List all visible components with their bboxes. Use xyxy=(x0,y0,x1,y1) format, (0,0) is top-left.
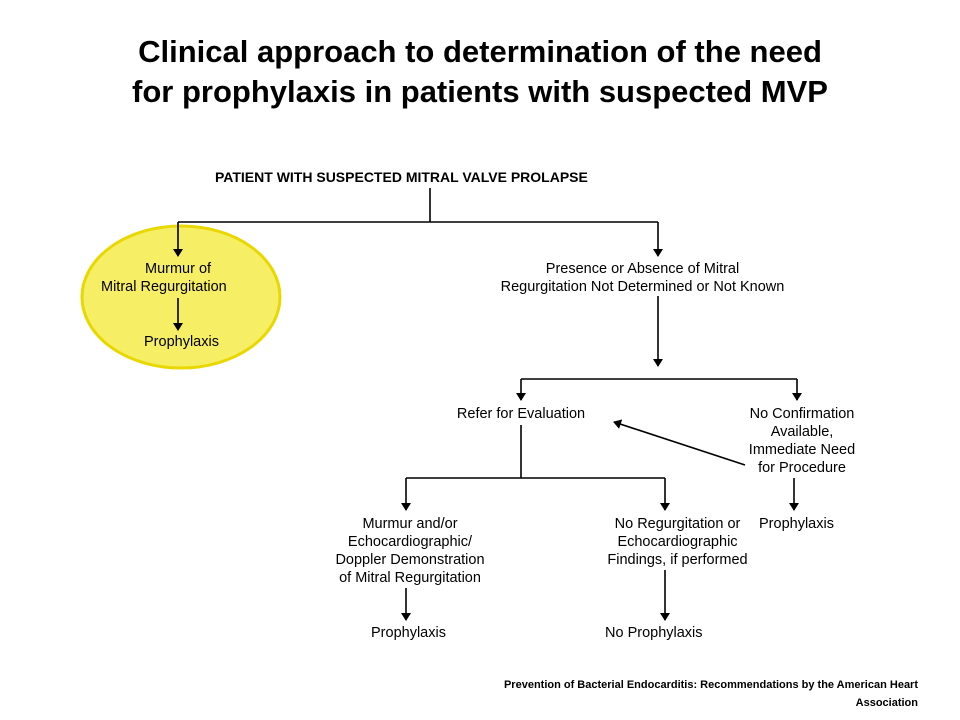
node-not-determined-line-1: Presence or Absence of Mitral xyxy=(545,261,740,277)
node-no-regurg: No Regurgitation or Echocardiographic Fi… xyxy=(590,515,765,569)
node-root: PATIENT WITH SUSPECTED MITRAL VALVE PROL… xyxy=(215,168,588,186)
slide-title-line-1: Clinical approach to determination of th… xyxy=(138,34,822,69)
citation-line-1: Prevention of Bacterial Endocarditis: Re… xyxy=(503,679,918,691)
node-murmur-prophylaxis: Prophylaxis xyxy=(144,333,219,351)
citation-line-2: Association xyxy=(855,697,918,709)
node-no-confirmation-prophylaxis: Prophylaxis xyxy=(759,515,834,533)
node-no-confirmation-line-2: Available, xyxy=(770,424,834,440)
slide-title: Clinical approach to determination of th… xyxy=(0,32,960,112)
node-no-prophylaxis-label: No Prophylaxis xyxy=(605,625,703,641)
node-no-confirmation-prophylaxis-label: Prophylaxis xyxy=(759,516,834,532)
node-echo-demo-line-3: Doppler Demonstration xyxy=(335,552,485,568)
node-murmur-line-2: Mitral Regurgitation xyxy=(101,279,227,295)
slide-title-line-2: for prophylaxis in patients with suspect… xyxy=(132,74,828,109)
node-echo-demo-line-4: of Mitral Regurgitation xyxy=(339,570,481,586)
highlight-ellipse xyxy=(80,224,282,370)
node-no-regurg-line-2: Echocardiographic xyxy=(617,534,738,550)
node-refer: Refer for Evaluation xyxy=(446,405,596,423)
node-murmur: Murmur of Mitral Regurgitation xyxy=(88,260,258,296)
node-not-determined-line-2: Regurgitation Not Determined or Not Know… xyxy=(500,279,785,295)
node-echo-demo: Murmur and/or Echocardiographic/ Doppler… xyxy=(320,515,500,587)
node-echo-demo-prophylaxis: Prophylaxis xyxy=(371,624,446,642)
node-murmur-line-1: Murmur of xyxy=(145,261,212,277)
node-no-regurg-line-3: Findings, if performed xyxy=(607,552,748,568)
node-echo-demo-prophylaxis-label: Prophylaxis xyxy=(371,625,446,641)
node-echo-demo-line-1: Murmur and/or xyxy=(362,516,458,532)
arrow-no-confirmation-to-refer xyxy=(613,419,746,466)
node-no-confirmation-line-4: for Procedure xyxy=(758,460,846,476)
node-echo-demo-line-2: Echocardiographic/ xyxy=(347,534,473,550)
node-refer-label: Refer for Evaluation xyxy=(456,406,586,422)
node-no-prophylaxis: No Prophylaxis xyxy=(605,624,703,642)
citation: Prevention of Bacterial Endocarditis: Re… xyxy=(418,676,918,712)
node-no-confirmation-line-1: No Confirmation xyxy=(749,406,855,422)
node-not-determined: Presence or Absence of Mitral Regurgitat… xyxy=(480,260,805,296)
node-no-confirmation: No Confirmation Available, Immediate Nee… xyxy=(738,405,866,477)
node-no-regurg-line-1: No Regurgitation or xyxy=(614,516,741,532)
node-root-label: PATIENT WITH SUSPECTED MITRAL VALVE PROL… xyxy=(215,169,588,185)
node-murmur-prophylaxis-label: Prophylaxis xyxy=(144,334,219,350)
node-no-confirmation-line-3: Immediate Need xyxy=(748,442,856,458)
